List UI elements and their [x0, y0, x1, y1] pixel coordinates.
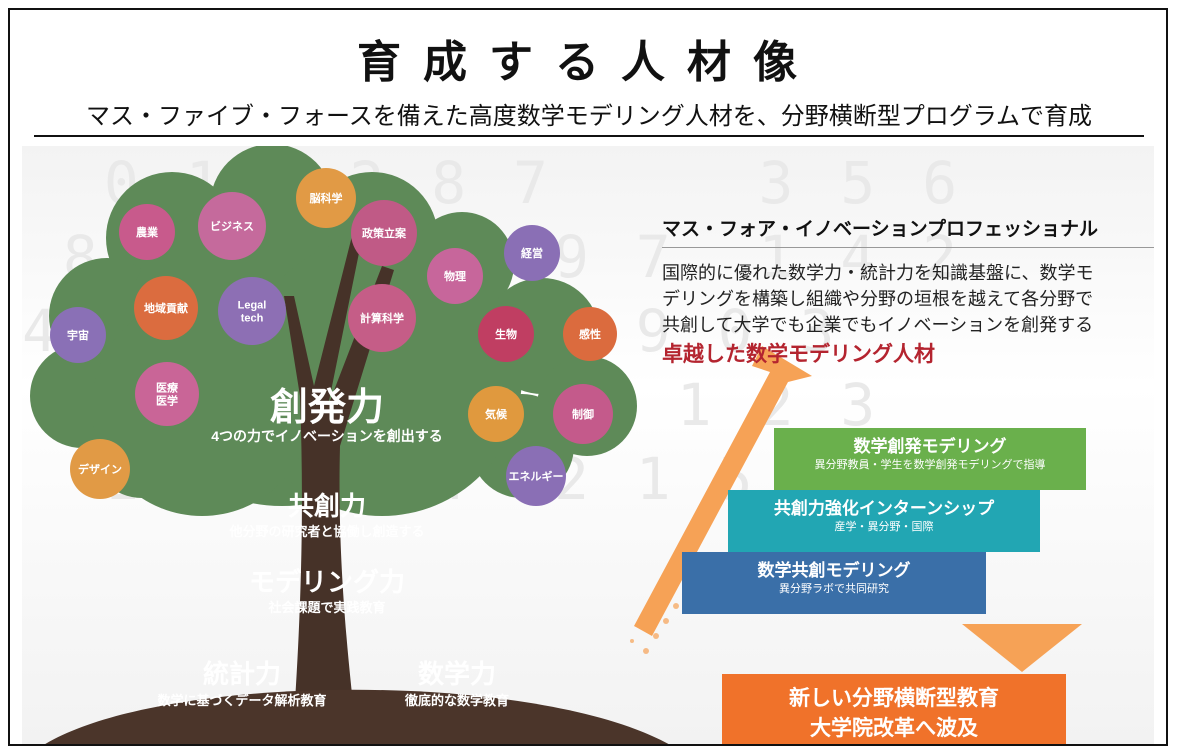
page-subtitle: マス・ファイブ・フォースを備えた高度数学モデリング人材を、分野横断型プログラムで… — [34, 96, 1144, 137]
field-node: エネルギー — [506, 446, 566, 506]
field-circle — [70, 439, 130, 499]
field-circle — [119, 204, 175, 260]
crown-label: 創発力 — [269, 387, 384, 429]
profile-body: 国際的に優れた数学力・統計力を知識基盤に、数学モ デリングを構築し組織や分野の垣… — [662, 260, 1152, 338]
page-title: 育成する人材像 — [357, 37, 819, 88]
profile-body-line: 共創して大学でも企業でもイノベーションを創発する — [662, 315, 1094, 335]
field-label: 地域貢献 — [144, 301, 188, 315]
field-circle — [468, 386, 524, 442]
trunk-label-modeling: モデリング力 — [248, 567, 405, 597]
field-circle — [563, 307, 617, 361]
root-label-math: 数学力 — [417, 659, 496, 689]
step-label: 数学創発モデリング — [853, 437, 1007, 456]
field-label: 生物 — [495, 327, 517, 341]
field-circle — [504, 225, 560, 281]
field-node: 感性 — [563, 307, 617, 361]
down-arrow — [962, 624, 1082, 672]
profile-body-line: デリングを構築し組織や分野の垣根を越えて各分野で — [662, 289, 1094, 309]
diagram-scene: 0 1 5 2 8 7 3 5 6 8 4 1 2 0 3 9 7 1 4 2 … — [22, 146, 1154, 744]
field-circle — [135, 362, 199, 426]
field-label: tech — [241, 313, 264, 325]
diagram-frame: 育成する人材像 マス・ファイブ・フォースを備えた高度数学モデリング人材を、分野横… — [8, 8, 1168, 746]
tree-crown — [30, 146, 637, 516]
crown-sub: 4つの力でイノベーションを創出する — [211, 428, 443, 444]
step-internship: 共創力強化インターンシップ 産学・異分野・国際 — [728, 490, 1040, 552]
step-label: 共創力強化インターンシップ — [773, 499, 995, 518]
field-circle — [478, 306, 534, 362]
field-node: 政策立案 — [351, 200, 417, 266]
field-circle — [351, 200, 417, 266]
field-label: 計算科学 — [360, 311, 404, 325]
field-label: 経営 — [521, 246, 543, 260]
field-label: 医療 — [156, 381, 179, 395]
field-label: 政策立案 — [362, 226, 407, 240]
field-label: 物理 — [444, 269, 466, 283]
field-node: 宇宙 — [50, 307, 106, 363]
root-sub-statistics: 数学に基づくデータ解析教育 — [157, 693, 327, 708]
field-label: 農業 — [136, 225, 159, 239]
field-circle — [427, 248, 483, 304]
result-line: 新しい分野横断型教育 — [789, 687, 999, 710]
growth-arrow — [630, 346, 812, 654]
trunk-sub-modeling: 社会課題で実践教育 — [268, 600, 386, 615]
field-label: 気候 — [485, 407, 508, 421]
field-label: 制御 — [572, 407, 594, 421]
field-node: 経営 — [504, 225, 560, 281]
field-label: ビジネス — [210, 219, 254, 233]
field-label: 感性 — [579, 327, 601, 341]
profile-body-line: 国際的に優れた数学力・統計力を知識基盤に、数学モ — [662, 263, 1094, 283]
step-sub: 産学・異分野・国際 — [834, 521, 934, 533]
step-label: 数学共創モデリング — [757, 561, 911, 580]
root-sub-math: 徹底的な数学教育 — [404, 693, 509, 708]
trunk-label-cocreation: 共創力 — [287, 491, 366, 521]
field-node: 気候 — [468, 386, 524, 442]
step-emergent-modeling: 数学創発モデリング 異分野教員・学生を数学創発モデリングで指導 — [774, 428, 1086, 490]
field-circle — [553, 384, 613, 444]
field-node: 計算科学 — [348, 284, 416, 352]
field-label: エネルギー — [509, 469, 564, 483]
step-sub: 異分野教員・学生を数学創発モデリングで指導 — [814, 459, 1046, 471]
field-circle — [198, 192, 266, 260]
field-node: 物理 — [427, 248, 483, 304]
field-node: ビジネス — [198, 192, 266, 260]
result-box: 新しい分野横断型教育 大学院改革へ波及 — [722, 674, 1066, 744]
step-sub: 異分野ラボで共同研究 — [779, 583, 889, 595]
field-circle — [218, 277, 286, 345]
field-label: Legal — [238, 300, 267, 312]
root-label-statistics: 統計力 — [202, 659, 281, 689]
trunk-sub-cocreation: 他分野の研究者と協働し創造する — [229, 524, 425, 539]
profile-title: マス・フォア・イノベーションプロフェッショナル — [662, 214, 1154, 248]
tree-mound — [45, 689, 669, 744]
field-label: デザイン — [78, 462, 122, 476]
step-cocreation-modeling: 数学共創モデリング 異分野ラボで共同研究 — [682, 552, 986, 614]
field-node: 脳科学 — [296, 168, 356, 228]
profile-emphasis: 卓越した数学モデリング人材 — [662, 343, 935, 366]
field-circle — [134, 276, 198, 340]
field-node: 地域貢献 — [134, 276, 198, 340]
field-label: 宇宙 — [67, 328, 89, 342]
field-node: 生物 — [478, 306, 534, 362]
field-node: 制御 — [553, 384, 613, 444]
field-label: 脳科学 — [310, 191, 343, 205]
field-node: 農業 — [119, 204, 175, 260]
field-label: 医学 — [156, 394, 178, 408]
tree-trunk — [284, 236, 394, 744]
field-circle — [296, 168, 356, 228]
field-circle — [50, 307, 106, 363]
field-circle — [348, 284, 416, 352]
field-circle — [506, 446, 566, 506]
field-node: デザイン — [70, 439, 130, 499]
result-line: 大学院改革へ波及 — [810, 717, 978, 740]
